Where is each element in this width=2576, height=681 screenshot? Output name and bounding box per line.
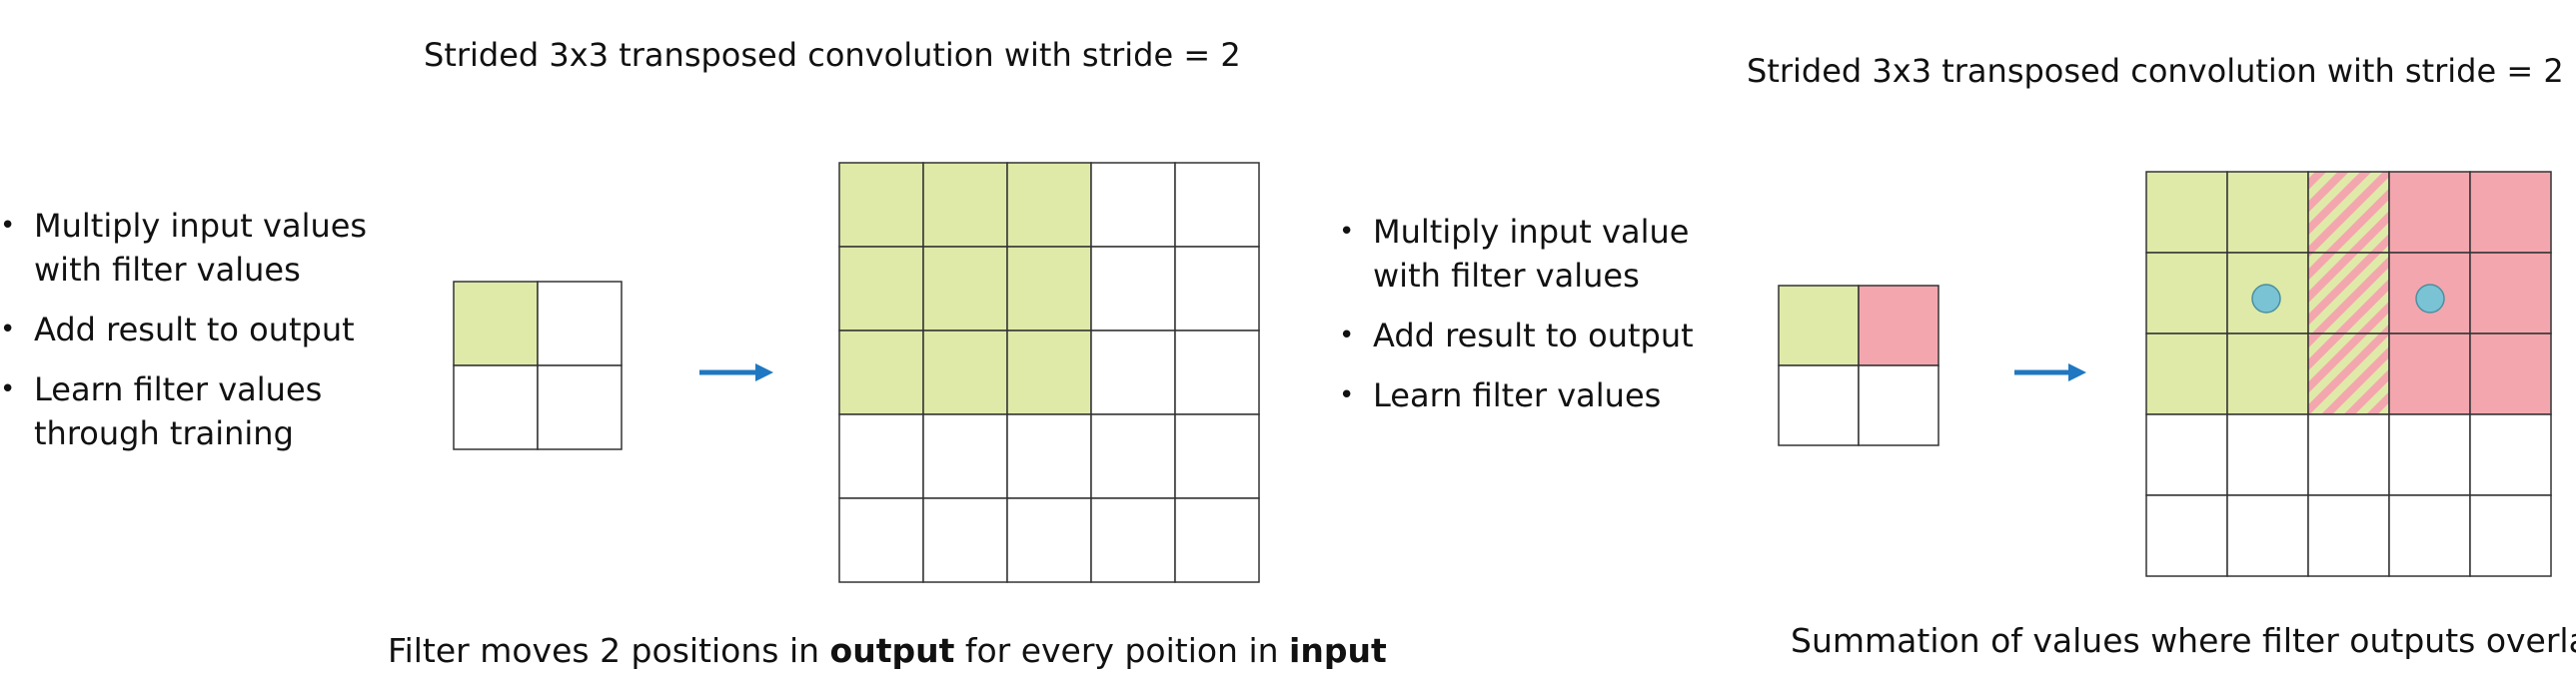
- grid-cell: [2469, 171, 2552, 254]
- grid-cell: [2145, 171, 2228, 254]
- grid-cell: [1858, 285, 1939, 366]
- grid-cell: [2307, 252, 2390, 335]
- grid-cell: [838, 330, 924, 415]
- grid-cell: [1174, 330, 1260, 415]
- arrow-head: [755, 363, 773, 381]
- left-arrow-icon: [699, 363, 773, 381]
- grid-cell: [1174, 497, 1260, 583]
- left-bullet: Learn filter values through training: [0, 367, 440, 455]
- grid-cell: [2226, 413, 2309, 496]
- grid-cell: [2307, 494, 2390, 577]
- grid-cell: [2145, 494, 2228, 577]
- grid-cell: [2388, 413, 2471, 496]
- grid-cell: [1006, 330, 1092, 415]
- grid-cell: [2226, 494, 2309, 577]
- grid-cell: [2307, 171, 2390, 254]
- right-output-grid: [2145, 171, 2552, 577]
- right-caption: Summation of values where filter outputs…: [1791, 621, 2576, 660]
- grid-cell: [1006, 162, 1092, 248]
- right-bullet: Learn filter values: [1339, 373, 1759, 417]
- grid-cell: [2469, 252, 2552, 335]
- grid-cell: [838, 497, 924, 583]
- grid-cell: [1174, 413, 1260, 499]
- grid-cell: [838, 413, 924, 499]
- grid-cell: [1006, 413, 1092, 499]
- grid-cell: [2145, 252, 2228, 335]
- grid-cell: [1858, 364, 1939, 446]
- filter-center-dot: [2251, 284, 2281, 314]
- grid-cell: [922, 162, 1008, 248]
- right-bullet: Multiply input value with filter values: [1339, 210, 1759, 298]
- grid-cell: [2226, 333, 2309, 415]
- grid-cell: [2469, 494, 2552, 577]
- filter-center-dot: [2415, 284, 2445, 314]
- grid-cell: [2145, 333, 2228, 415]
- grid-cell: [1778, 364, 1860, 446]
- left-output-grid: [838, 162, 1260, 583]
- right-title: Strided 3x3 transposed convolution with …: [1747, 52, 2564, 90]
- grid-cell: [1090, 413, 1176, 499]
- left-bullet: Multiply input values with filter values: [0, 204, 440, 292]
- grid-cell: [922, 413, 1008, 499]
- grid-cell: [2307, 413, 2390, 496]
- grid-cell: [922, 497, 1008, 583]
- right-input-grid: [1778, 285, 1939, 446]
- grid-cell: [2469, 413, 2552, 496]
- right-bullet-list: Multiply input value with filter values …: [1339, 210, 1759, 433]
- grid-cell: [537, 281, 623, 366]
- grid-cell: [453, 281, 539, 366]
- grid-cell: [922, 246, 1008, 332]
- grid-cell: [1090, 330, 1176, 415]
- arrow-head: [2068, 363, 2086, 381]
- grid-cell: [2388, 171, 2471, 254]
- right-arrow-icon: [2014, 363, 2086, 381]
- grid-cell: [2226, 171, 2309, 254]
- grid-cell: [1090, 497, 1176, 583]
- grid-cell: [1778, 285, 1860, 366]
- grid-cell: [922, 330, 1008, 415]
- grid-cell: [2388, 494, 2471, 577]
- grid-cell: [537, 364, 623, 450]
- grid-cell: [2469, 333, 2552, 415]
- left-input-grid: [453, 281, 623, 450]
- left-bullet-list: Multiply input values with filter values…: [0, 204, 440, 471]
- left-caption: Filter moves 2 positions in output for e…: [388, 631, 1387, 670]
- grid-cell: [1006, 497, 1092, 583]
- grid-cell: [2307, 333, 2390, 415]
- grid-cell: [2388, 333, 2471, 415]
- grid-cell: [1090, 246, 1176, 332]
- left-bullet: Add result to output: [0, 308, 440, 351]
- grid-cell: [1090, 162, 1176, 248]
- grid-cell: [453, 364, 539, 450]
- right-bullet: Add result to output: [1339, 314, 1759, 357]
- grid-cell: [2145, 413, 2228, 496]
- grid-cell: [1174, 246, 1260, 332]
- grid-cell: [2388, 252, 2471, 335]
- grid-cell: [838, 162, 924, 248]
- grid-cell: [1006, 246, 1092, 332]
- grid-cell: [1174, 162, 1260, 248]
- left-title: Strided 3x3 transposed convolution with …: [424, 36, 1241, 74]
- grid-cell: [838, 246, 924, 332]
